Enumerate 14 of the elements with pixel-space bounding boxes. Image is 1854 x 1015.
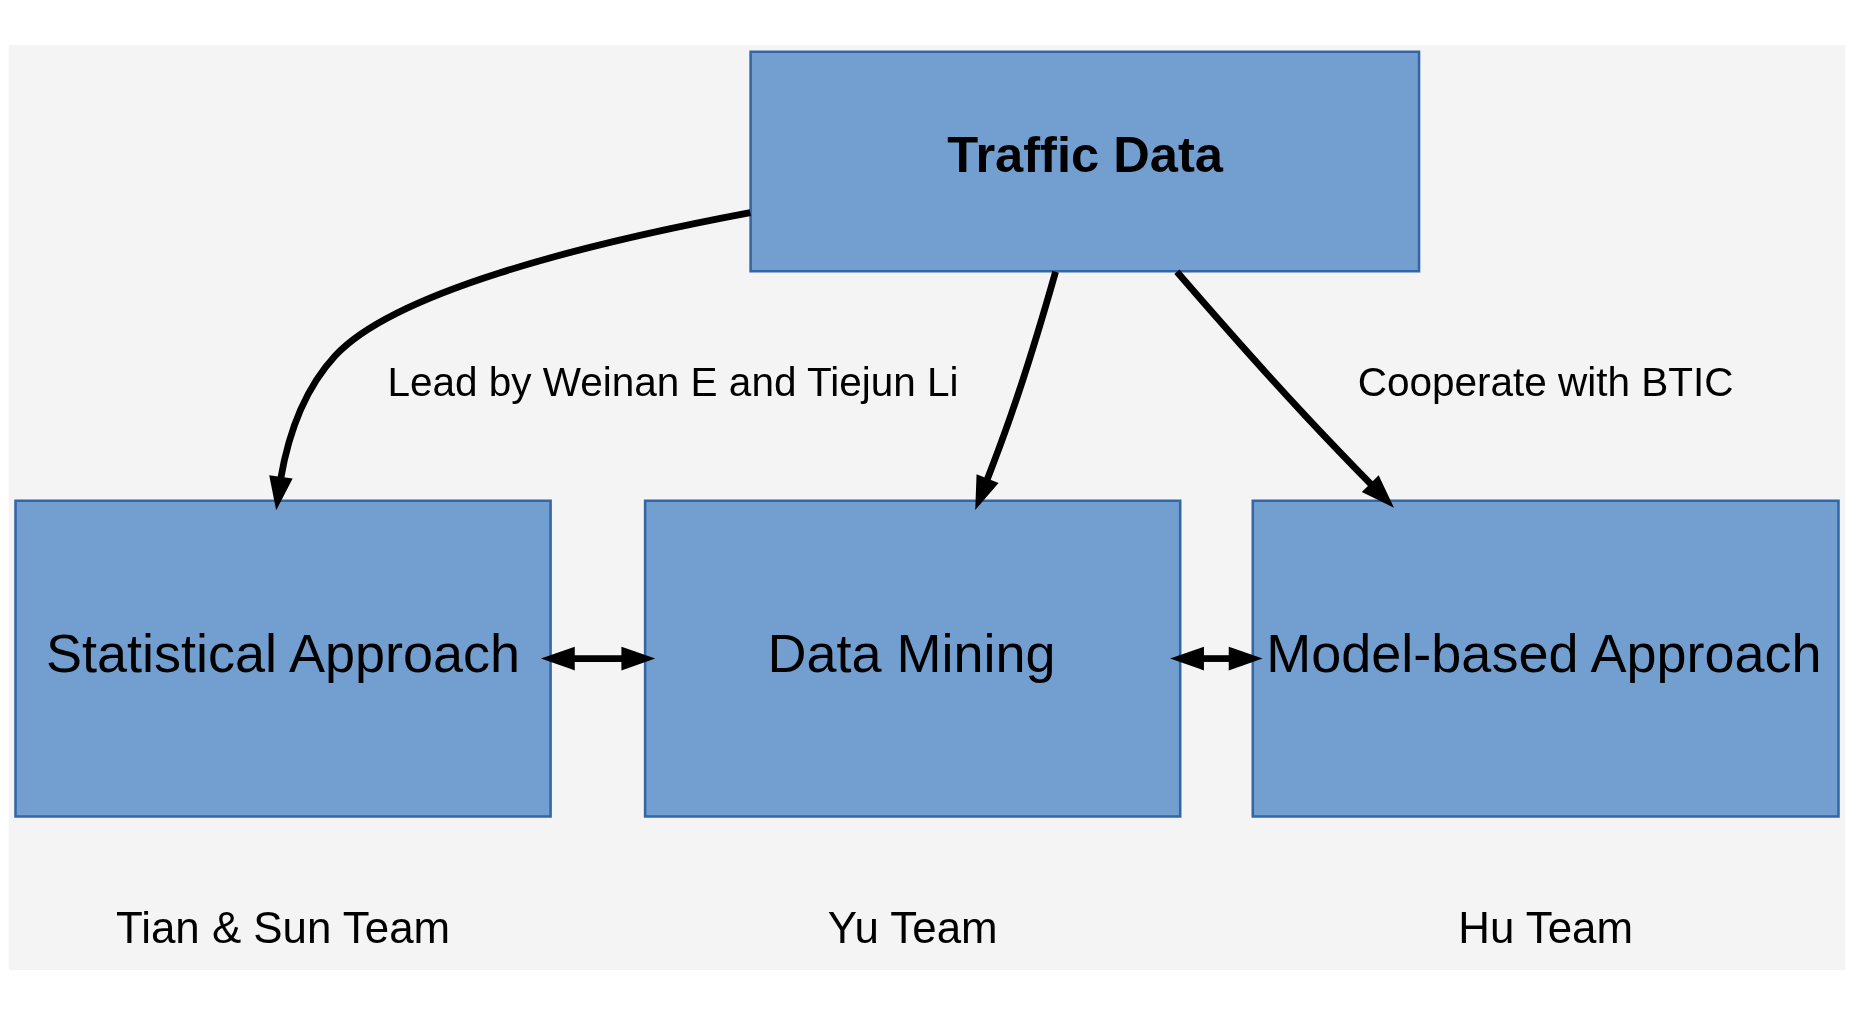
arrow <box>1174 269 1394 508</box>
arrow <box>269 209 751 511</box>
arrow <box>1170 646 1263 671</box>
node-label: Hu Team <box>1458 902 1634 952</box>
node-box: Data Mining <box>643 499 1182 818</box>
arrow <box>975 270 1059 511</box>
node-box: Model-based Approach <box>1251 499 1840 818</box>
node-label: Tian & Sun Team <box>115 902 451 952</box>
node-box: Statistical Approach <box>14 499 552 818</box>
node-label: Yu Team <box>827 902 998 952</box>
label: Lead by Weinan E and Tiejun Li <box>387 359 959 406</box>
label: Cooperate with BTIC <box>1357 359 1734 406</box>
arrow <box>540 646 656 671</box>
node-box: Traffic Data <box>749 50 1421 273</box>
